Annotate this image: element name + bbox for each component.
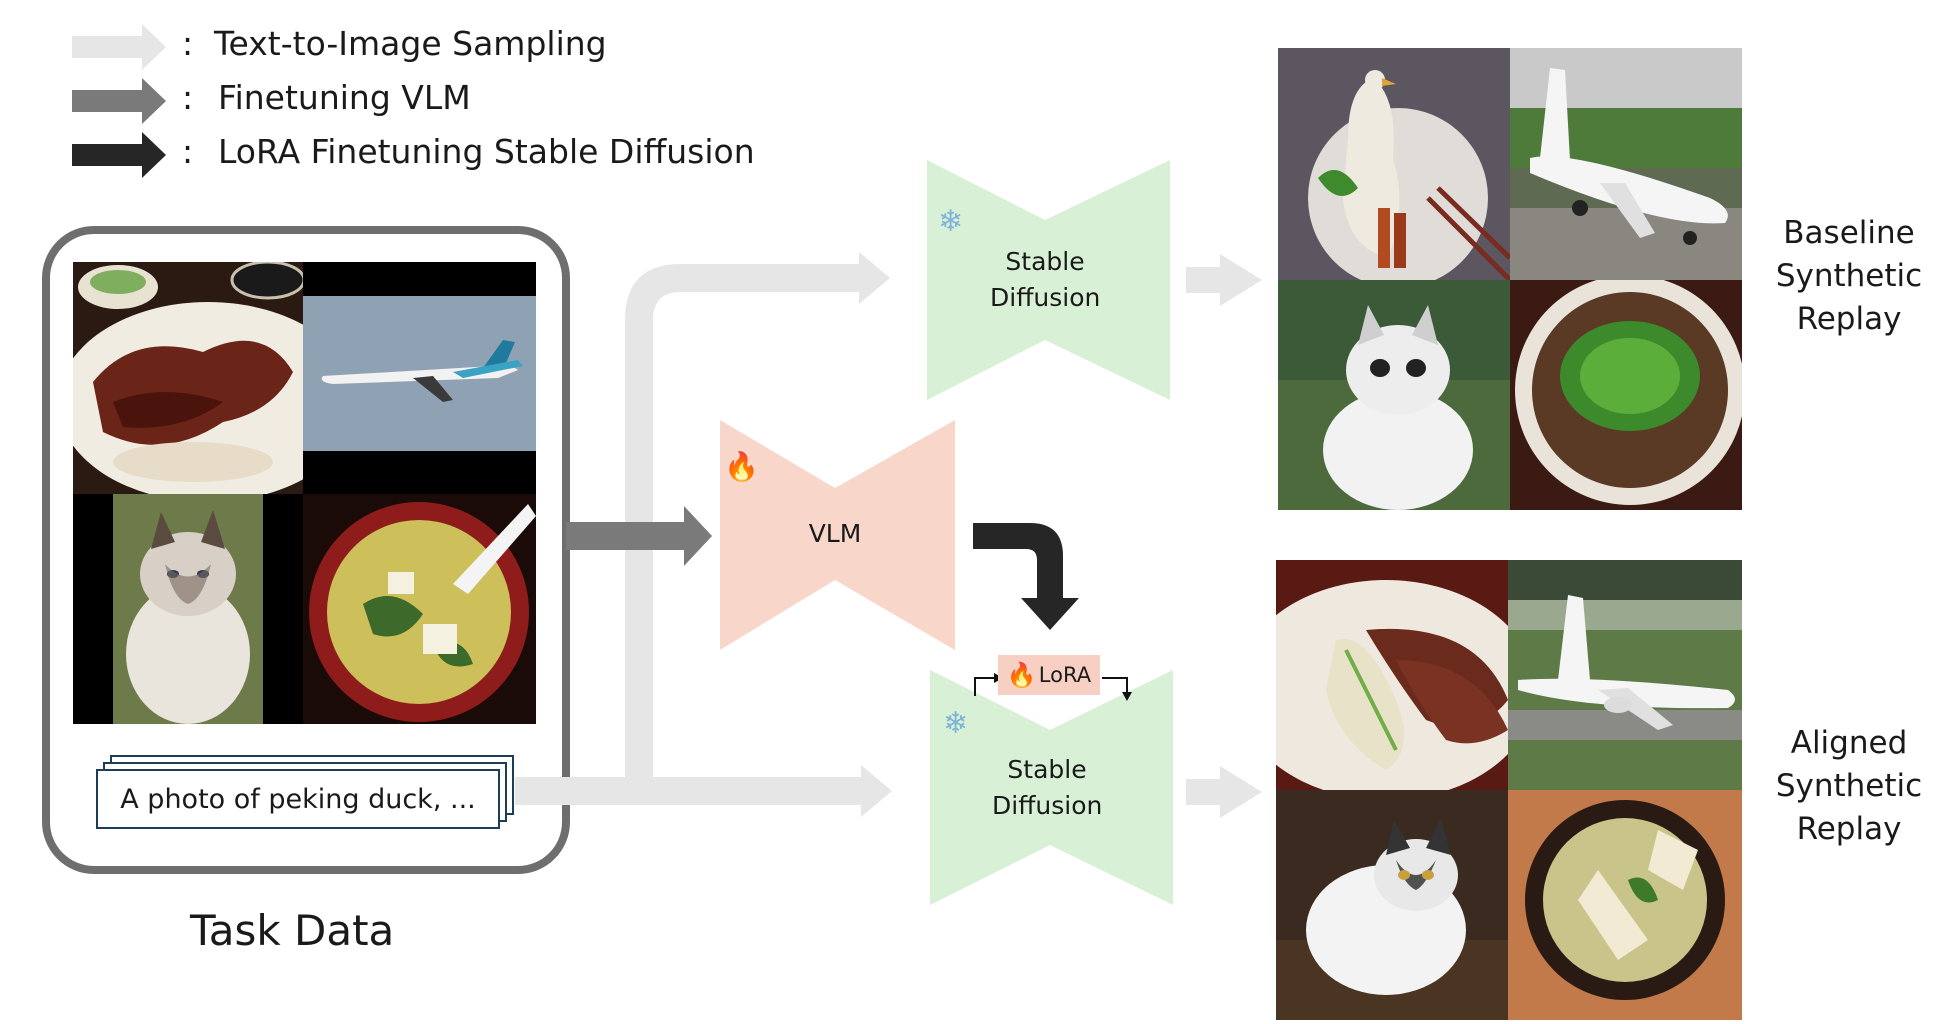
aligned-label-line3: Replay: [1796, 811, 1902, 847]
output-arrow-top: [1186, 254, 1262, 306]
sd-top-label-line2: Diffusion: [990, 283, 1101, 312]
aligned-duck-output: [1276, 560, 1508, 790]
ragdoll-cat-photo: [73, 494, 303, 724]
aligned-label-line2: Synthetic: [1775, 768, 1923, 804]
airplane-sky-photo: [303, 262, 536, 494]
aligned-label: Aligned Synthetic Replay: [1768, 722, 1930, 851]
peking-duck-photo: [73, 262, 303, 494]
aligned-soup-output: [1508, 790, 1742, 1020]
sampling-arrow-path: [515, 252, 892, 817]
fire-icon: 🔥: [1006, 661, 1037, 689]
baseline-label: Baseline Synthetic Replay: [1768, 212, 1930, 341]
aligned-airplane-output: [1508, 560, 1742, 790]
sd-bottom-label-line1: Stable: [1007, 755, 1087, 784]
legend-separator: :: [182, 78, 194, 117]
caption-card: A photo of peking duck, ...: [96, 769, 500, 829]
sd-top-shape: [927, 160, 1170, 400]
lora-connectors: [974, 677, 1128, 696]
legend-label-finetune-vlm: Finetuning VLM: [218, 78, 471, 117]
finetune-vlm-arrow: [566, 506, 712, 566]
legend-separator: :: [182, 132, 194, 171]
fire-icon: 🔥: [724, 450, 759, 483]
vlm-shape: [720, 420, 955, 650]
baseline-label-line2: Synthetic: [1775, 258, 1923, 294]
baseline-airplane-output: [1510, 48, 1742, 280]
legend-label-sampling: Text-to-Image Sampling: [214, 24, 607, 63]
legend-label-lora: LoRA Finetuning Stable Diffusion: [218, 132, 755, 171]
aligned-label-line1: Aligned: [1790, 725, 1908, 761]
lora-finetune-arrow: [973, 523, 1079, 630]
aligned-cat-output: [1276, 790, 1508, 1020]
sd-bottom-label: Stable Diffusion: [992, 752, 1102, 824]
output-arrow-bottom: [1186, 766, 1262, 818]
sd-top-label: Stable Diffusion: [990, 244, 1100, 316]
vlm-label: VLM: [808, 519, 862, 548]
snowflake-icon: ❄: [938, 204, 964, 239]
baseline-soup-output: [1510, 280, 1742, 510]
sd-bottom-shape: [930, 670, 1173, 905]
legend-separator: :: [182, 24, 194, 63]
baseline-duck-output: [1278, 48, 1510, 280]
lora-tag: 🔥 LoRA: [998, 655, 1100, 695]
sd-bottom-label-line2: Diffusion: [992, 791, 1103, 820]
snowflake-icon: ❄: [943, 706, 969, 741]
legend-arrow-mid: [72, 78, 166, 124]
lora-label: LoRA: [1038, 663, 1092, 687]
miso-soup-photo: [303, 494, 536, 724]
baseline-label-line1: Baseline: [1783, 215, 1915, 251]
baseline-label-line3: Replay: [1796, 301, 1902, 337]
sd-top-label-line1: Stable: [1005, 247, 1085, 276]
baseline-cat-output: [1278, 280, 1510, 510]
task-data-title: Task Data: [190, 906, 395, 955]
caption-text: A photo of peking duck, ...: [120, 783, 476, 815]
legend-arrow-dark: [72, 132, 166, 178]
legend-arrow-light: [72, 24, 166, 70]
